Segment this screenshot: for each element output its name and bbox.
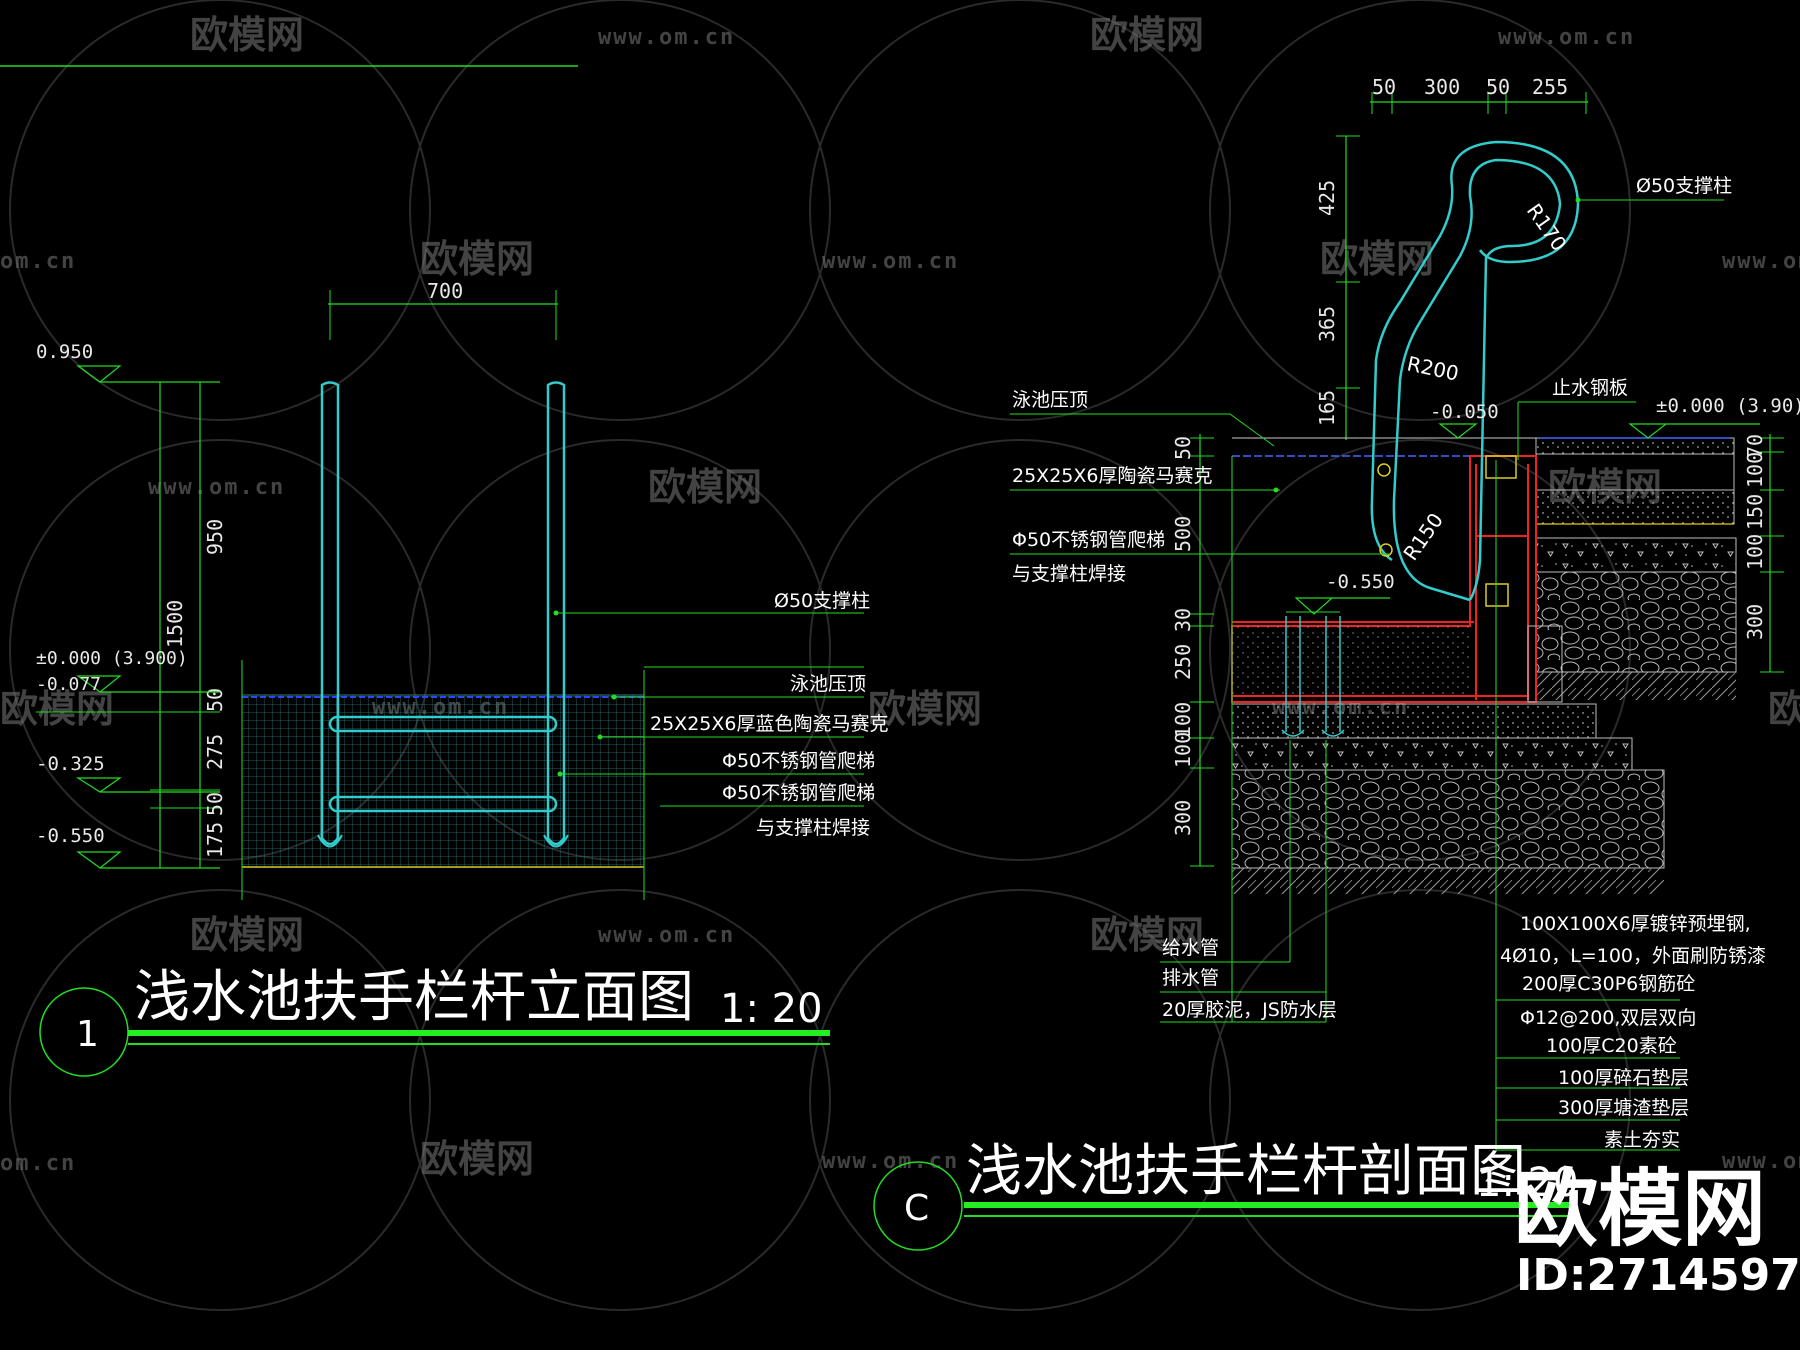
section-radius-r150: R150 (1398, 508, 1448, 564)
elevation-level-0325: -0.325 (36, 753, 105, 775)
watermark-brand: 欧模网 (190, 913, 304, 957)
section-label-support: Ø50支撑柱 (1636, 175, 1732, 197)
section-top-dim-50b: 50 (1486, 75, 1510, 99)
watermark-url: om.cn (0, 1151, 76, 1176)
section-label-coping: 泳池压顶 (1012, 389, 1088, 411)
watermark-circles (9, 0, 1631, 1311)
watermark-brand: 欧模网 (0, 687, 114, 731)
section-dim-50: 50 (1171, 436, 1195, 460)
section-right-dim-150: 150 (1743, 494, 1767, 530)
section-dim-250: 250 (1171, 644, 1195, 680)
watermark-brand: 欧模网 (420, 1137, 534, 1181)
section-right-dim-100b: 100 (1743, 534, 1767, 570)
section-top-dim-300: 300 (1424, 75, 1460, 99)
section-level-0050: -0.050 (1430, 401, 1499, 423)
elevation-dim-50b: 50 (203, 792, 227, 816)
section-label-soil: 素土夯实 (1604, 1129, 1680, 1151)
watermark-brand: 欧模网 (1320, 237, 1434, 281)
section-dim-500: 500 (1171, 516, 1195, 552)
section-title: 浅水池扶手栏杆剖面图 (966, 1139, 1526, 1204)
watermark-url: www.om.cn (822, 249, 959, 274)
elevation-scale: 1: 20 (720, 986, 823, 1032)
elevation-label-coping: 泳池压顶 (790, 673, 866, 695)
section-label-fill: 300厚塘渣垫层 (1558, 1097, 1689, 1119)
brand-overlay: 欧模网 ID:2714597 (1514, 1160, 1800, 1301)
section-label-waterstop: 止水钢板 (1552, 377, 1628, 399)
section-view: 50 300 50 255 425 365 165 50 500 30 250 … (873, 75, 1800, 1251)
elevation-dim-275: 275 (203, 734, 227, 770)
section-dim-100a: 100 (1171, 702, 1195, 738)
elevation-level-000: ±0.000 (3.900) (36, 648, 188, 669)
section-top-dim-50: 50 (1372, 75, 1396, 99)
section-top-dim-255: 255 (1532, 75, 1568, 99)
elevation-dim-width: 700 (427, 279, 463, 303)
overlay-id: ID:2714597 (1516, 1250, 1800, 1301)
section-dim-365: 365 (1315, 306, 1339, 342)
elevation-label-ladder-1: Φ50不锈钢管爬梯 (722, 750, 875, 772)
elevation-level-0077: -0.077 (36, 674, 101, 695)
section-label-rebar-paint: 4Ø10，L=100，外面刷防锈漆 (1500, 945, 1766, 967)
watermark-url: www.om.cn (1722, 1149, 1800, 1174)
elevation-label-weld: 与支撑柱焊接 (756, 817, 870, 839)
watermark-url: www.om.cn (598, 923, 735, 948)
elevation-level-0550: -0.550 (36, 825, 105, 847)
elevation-label-ladder-2: Φ50不锈钢管爬梯 (722, 782, 875, 804)
watermark-brand: 欧模网 (1090, 913, 1204, 957)
section-dim-100b: 100 (1171, 732, 1195, 768)
section-right-dim-300: 300 (1743, 604, 1767, 640)
watermark-url: om.cn (0, 249, 76, 274)
section-right-dim-70: 70 (1743, 434, 1767, 458)
watermark-brand: 欧模网 (1768, 687, 1800, 731)
watermark-url: www.om.cn (822, 1149, 959, 1174)
section-radius-r200: R200 (1405, 351, 1461, 385)
section-label-c30: 200厚C30P6钢筋砼 (1522, 973, 1695, 995)
section-scale: 1: 20 (1476, 1160, 1579, 1206)
section-dim-425: 425 (1315, 180, 1339, 216)
section-dim-30: 30 (1171, 608, 1195, 632)
elevation-level-0950: 0.950 (36, 341, 93, 363)
section-label-gravel: 100厚碎石垫层 (1558, 1067, 1689, 1089)
watermark-url: www.om.cn (598, 25, 735, 50)
section-dim-165: 165 (1315, 390, 1339, 426)
elevation-label-mosaic: 25X25X6厚蓝色陶瓷马赛克 (650, 713, 888, 735)
overlay-brand: 欧模网 (1514, 1160, 1766, 1258)
elevation-dim-1500: 1500 (163, 600, 187, 648)
elevation-label-support: Ø50支撑柱 (774, 590, 870, 612)
section-level-000: ±0.000 (3.90) (1656, 395, 1800, 417)
section-label-ladder: Φ50不锈钢管爬梯 (1012, 529, 1165, 551)
section-label-mosaic: 25X25X6厚陶瓷马赛克 (1012, 465, 1212, 487)
section-label-weld: 与支撑柱焊接 (1012, 563, 1126, 585)
watermark-url: www.om.cn (148, 475, 285, 500)
watermark-brand: 欧模网 (190, 13, 304, 57)
section-number: C (904, 1188, 929, 1229)
elevation-dim-950: 950 (203, 519, 227, 555)
section-label-drain: 排水管 (1162, 967, 1219, 989)
section-right-dim-100a: 100 (1743, 452, 1767, 488)
section-radius-r170: R170 (1522, 199, 1572, 255)
watermark-brand: 欧模网 (1090, 13, 1204, 57)
elevation-view: 700 950 1500 50 275 50 175 0.950 ± (0, 65, 888, 1077)
section-label-waterproof: 20厚胶泥，JS防水层 (1162, 999, 1337, 1021)
section-label-embed-steel: 100X100X6厚镀锌预埋钢, (1520, 913, 1751, 935)
section-label-water-supply: 给水管 (1162, 937, 1219, 959)
watermark-url: www.om.cn (1722, 249, 1800, 274)
section-label-rebar-grid: Φ12@200,双层双向 (1520, 1007, 1696, 1029)
section-label-c20: 100厚C20素砼 (1546, 1035, 1677, 1057)
elevation-number: 1 (76, 1014, 99, 1055)
section-dim-300: 300 (1171, 800, 1195, 836)
watermark-brand: 欧模网 (420, 237, 534, 281)
elevation-title: 浅水池扶手栏杆立面图 (134, 965, 694, 1030)
elevation-dim-175: 175 (203, 822, 227, 858)
watermark-brand: 欧模网 (868, 687, 982, 731)
watermark-url: www.om.cn (1498, 25, 1635, 50)
section-level-0550: -0.550 (1326, 571, 1395, 593)
watermark-brand: 欧模网 (648, 465, 762, 509)
